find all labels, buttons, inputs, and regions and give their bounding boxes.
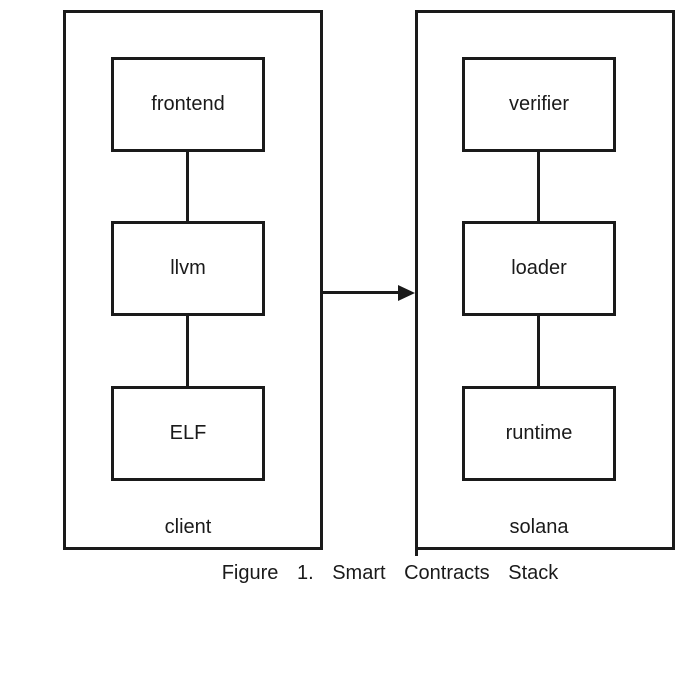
connector-loader-runtime	[537, 314, 540, 388]
figure-caption: Figure 1. Smart Contracts Stack	[221, 562, 559, 584]
node-label-runtime: runtime	[505, 422, 573, 444]
connector-llvm-elf	[186, 314, 189, 388]
connector-frontend-llvm	[186, 150, 189, 223]
node-llvm: llvm	[111, 221, 265, 316]
node-verifier: verifier	[462, 57, 616, 152]
node-label-frontend: frontend	[151, 93, 225, 115]
arrowhead-icon	[398, 285, 415, 301]
node-label-llvm: llvm	[170, 257, 206, 279]
group-label-client: client	[164, 516, 212, 538]
node-elf: ELF	[111, 386, 265, 481]
node-label-verifier: verifier	[508, 93, 569, 115]
node-frontend: frontend	[111, 57, 265, 152]
node-runtime: runtime	[462, 386, 616, 481]
node-loader: loader	[462, 221, 616, 316]
connector-verifier-loader	[537, 150, 540, 223]
node-label-loader: loader	[511, 257, 567, 279]
corner-line-stub	[415, 550, 418, 556]
node-label-elf: ELF	[169, 422, 207, 444]
group-label-solana: solana	[509, 516, 569, 538]
flow-arrow-line	[322, 291, 399, 294]
